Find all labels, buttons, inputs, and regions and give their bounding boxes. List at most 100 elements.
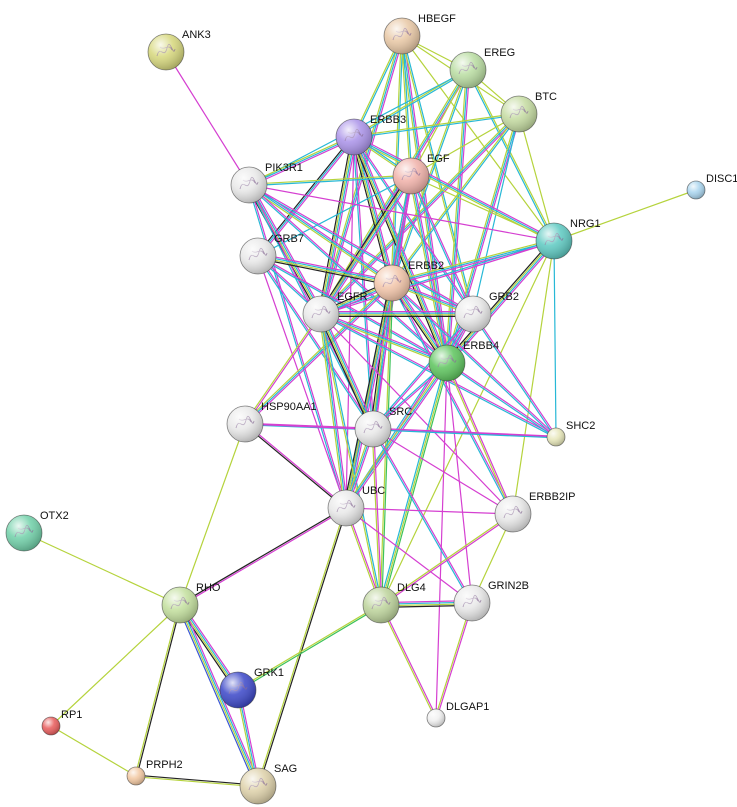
node-dlgap1[interactable]: DLGAP1	[426, 701, 489, 728]
edge-line-cyan	[248, 176, 412, 187]
edge-ERBB4-SHC2	[445, 361, 558, 439]
node-ubc[interactable]: UBC	[327, 485, 385, 527]
node-hsp90aa1[interactable]: HSP90AA1	[226, 401, 317, 443]
edge-ERBB4-DLG4	[378, 361, 450, 607]
node-outline	[373, 264, 411, 302]
edge-line-olive	[352, 35, 402, 138]
node-prph2[interactable]: PRPH2	[126, 759, 183, 786]
node-label: SRC	[389, 406, 412, 418]
edge-line-pink	[373, 428, 474, 604]
edge-SRC-SHC2	[372, 427, 557, 439]
edge-SRC-GRIN2B	[371, 428, 474, 604]
edge-ERBB3-GRB2	[352, 135, 475, 316]
edge-line-olive	[445, 239, 554, 364]
edge-ERBB4-ERBB2IP	[445, 362, 515, 515]
node-btc[interactable]: BTC	[500, 91, 557, 133]
edge-line-pink	[345, 507, 473, 604]
node-label: ERBB2IP	[529, 491, 575, 503]
node-outline	[230, 166, 268, 204]
node-shading	[429, 345, 465, 381]
node-shading	[363, 587, 399, 623]
edge-line-cyan	[257, 254, 393, 283]
edge-EGFR-DLG4	[319, 313, 383, 606]
node-shading	[374, 265, 410, 301]
edge-line-olive	[410, 175, 555, 242]
edge-line-pink	[447, 362, 515, 515]
node-ank3[interactable]: ANK3	[147, 29, 211, 71]
edge-line-cyan	[409, 175, 473, 315]
node-outline	[5, 514, 43, 552]
node-erbb4[interactable]: ERBB4	[428, 340, 499, 382]
edge-line-cyan	[248, 184, 393, 284]
edge-line-olive	[445, 362, 513, 515]
edge-ERBB2-ERBB2IP	[390, 282, 515, 515]
edge-GRB7-ERBB2	[256, 253, 394, 286]
node-label: EGF	[427, 153, 450, 165]
edge-GRB7-UBC	[257, 255, 347, 509]
edge-line-pink	[248, 183, 474, 314]
edge-line-pink	[411, 175, 475, 315]
edge-line-cyan	[553, 240, 557, 438]
node-shading	[455, 296, 491, 332]
edge-PIK3R1-NRG1	[248, 184, 555, 242]
node-erbb2ip[interactable]: ERBB2IP	[494, 491, 575, 533]
node-disc1[interactable]: DISC1	[686, 173, 737, 200]
edge-line-olive	[319, 136, 354, 315]
node-label: GRK1	[254, 667, 284, 679]
node-erbb3[interactable]: ERBB3	[335, 114, 406, 156]
edge-BTC-NRG1	[518, 113, 555, 242]
node-sag[interactable]: SAG	[239, 763, 297, 805]
node-otx2[interactable]: OTX2	[5, 510, 69, 552]
edge-line-pink	[320, 241, 555, 316]
edge-EGFR-ERBB2IP	[320, 313, 514, 515]
node-label: SAG	[274, 763, 297, 775]
node-egfr[interactable]: EGFR	[302, 291, 368, 333]
node-shading	[450, 52, 486, 88]
edge-line-black	[318, 314, 372, 431]
edge-line-blue	[177, 605, 257, 788]
edge-line-olive	[444, 69, 468, 364]
edge-line-olive	[410, 113, 520, 177]
node-pik3r1[interactable]: PIK3R1	[230, 162, 303, 204]
node-src[interactable]: SRC	[354, 406, 412, 448]
node-erbb2[interactable]: ERBB2	[373, 260, 444, 302]
edge-GRB7-ERBB4	[257, 254, 448, 365]
edge-line-black	[256, 257, 393, 286]
edge-HBEGF-NRG1	[401, 35, 555, 242]
node-rho[interactable]: RHO	[161, 582, 221, 624]
edge-line-olive	[379, 512, 514, 605]
node-dlg4[interactable]: DLG4	[362, 582, 426, 624]
node-outline	[161, 586, 199, 624]
node-nrg1[interactable]: NRG1	[535, 218, 601, 260]
edge-line-olive	[318, 34, 402, 315]
node-ereg[interactable]: EREG	[449, 47, 515, 89]
edge-EGF-NRG1	[410, 175, 555, 242]
node-egf[interactable]: EGF	[392, 153, 450, 195]
node-grb7[interactable]: GRB7	[239, 233, 304, 275]
node-label: DLGAP1	[446, 701, 489, 713]
node-outline	[226, 405, 264, 443]
edge-line-olive	[243, 281, 392, 424]
node-outline	[219, 671, 257, 709]
node-outline	[41, 716, 61, 736]
node-outline	[494, 495, 532, 533]
node-shading	[427, 709, 445, 727]
node-grin2b[interactable]: GRIN2B	[453, 580, 529, 622]
node-shading	[454, 585, 490, 621]
node-outline	[302, 295, 340, 333]
edge-ERBB3-PIK3R1	[247, 134, 356, 188]
node-grk1[interactable]: GRK1	[219, 667, 284, 709]
node-grb2[interactable]: GRB2	[454, 291, 519, 333]
node-label: OTX2	[40, 510, 69, 522]
edge-line-cyan	[371, 428, 472, 604]
edge-line-olive	[379, 604, 436, 719]
edge-line-cyan	[256, 255, 373, 431]
edge-UBC-ERBB2IP	[345, 507, 514, 515]
node-shc2[interactable]: SHC2	[546, 420, 595, 447]
node-shading	[303, 296, 339, 332]
edge-line-olive	[247, 185, 392, 285]
node-label: UBC	[362, 485, 385, 497]
edge-line-black	[135, 774, 259, 786]
node-hbegf[interactable]: HBEGF	[383, 13, 456, 55]
node-rp1[interactable]: RP1	[41, 709, 82, 736]
